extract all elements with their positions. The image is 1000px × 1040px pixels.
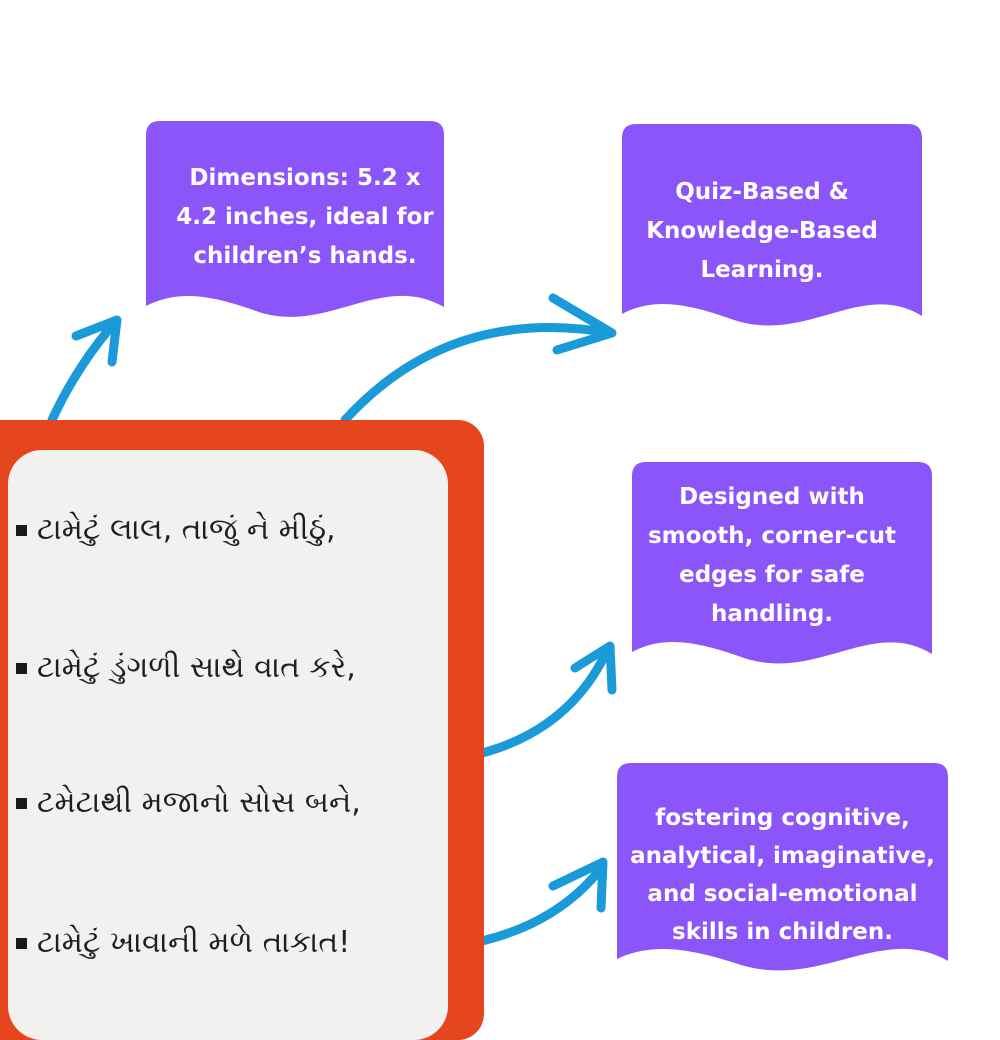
- card-line-text: ટમેટાથી મજાનો સોસ બને,: [37, 785, 361, 820]
- card-line: ટામેટું ડુંગળી સાથે વાત કરે,: [16, 650, 356, 685]
- bullet-icon: [16, 663, 27, 674]
- card-line: ટમેટાથી મજાનો સોસ બને,: [16, 785, 361, 820]
- card-line-text: ટામેટું ખાવાની મળે તાકાત!: [37, 925, 351, 960]
- arrow-head-designed: [570, 641, 617, 695]
- callout-quiz-learning: Quiz-Based & Knowledge-Based Learning.: [622, 124, 922, 330]
- callout-shape: [622, 124, 922, 326]
- callout-quiz-learning-text: Quiz-Based & Knowledge-Based Learning.: [646, 179, 878, 283]
- card-line-text: ટામેટું લાલ, તાજું ને મીઠું,: [37, 512, 336, 547]
- arrow-to-designed: [465, 650, 610, 761]
- flash-card-face: ટામેટું લાલ, તાજું ને મીઠું, ટામેટું ડું…: [8, 450, 448, 1040]
- callout-skills: fostering cognitive, analytical, imagina…: [617, 763, 948, 975]
- card-line-text: ટામેટું ડુંગળી સાથે વાત કરે,: [37, 650, 356, 685]
- callout-skills-text: fostering cognitive, analytical, imagina…: [630, 805, 935, 945]
- arrow-to-quiz: [340, 323, 615, 425]
- arrow-head-dimensions: [71, 315, 122, 367]
- callout-dimensions-text: Dimensions: 5.2 x 4.2 inches, ideal for …: [176, 165, 434, 269]
- bullet-icon: [16, 938, 27, 949]
- bullet-icon: [16, 525, 27, 536]
- bullet-icon: [16, 798, 27, 809]
- card-line: ટામેટું લાલ, તાજું ને મીઠું,: [16, 512, 336, 547]
- arrow-to-dimensions: [47, 323, 115, 425]
- callout-shape: [632, 462, 932, 664]
- card-line: ટામેટું ખાવાની મળે તાકાત!: [16, 925, 350, 960]
- flash-card: ટામેટું લાલ, તાજું ને મીઠું, ટામેટું ડું…: [0, 420, 484, 1040]
- arrow-head-fostering: [548, 857, 608, 913]
- callout-safe-edges-text: Designed with smooth, corner-cut edges f…: [647, 484, 896, 627]
- callout-safe-edges: Designed with smooth, corner-cut edges f…: [632, 462, 932, 668]
- callout-dimensions: Dimensions: 5.2 x 4.2 inches, ideal for …: [146, 121, 444, 321]
- callout-shape: [146, 121, 444, 317]
- arrow-head-quiz: [548, 293, 617, 355]
- callout-shape: [617, 763, 948, 971]
